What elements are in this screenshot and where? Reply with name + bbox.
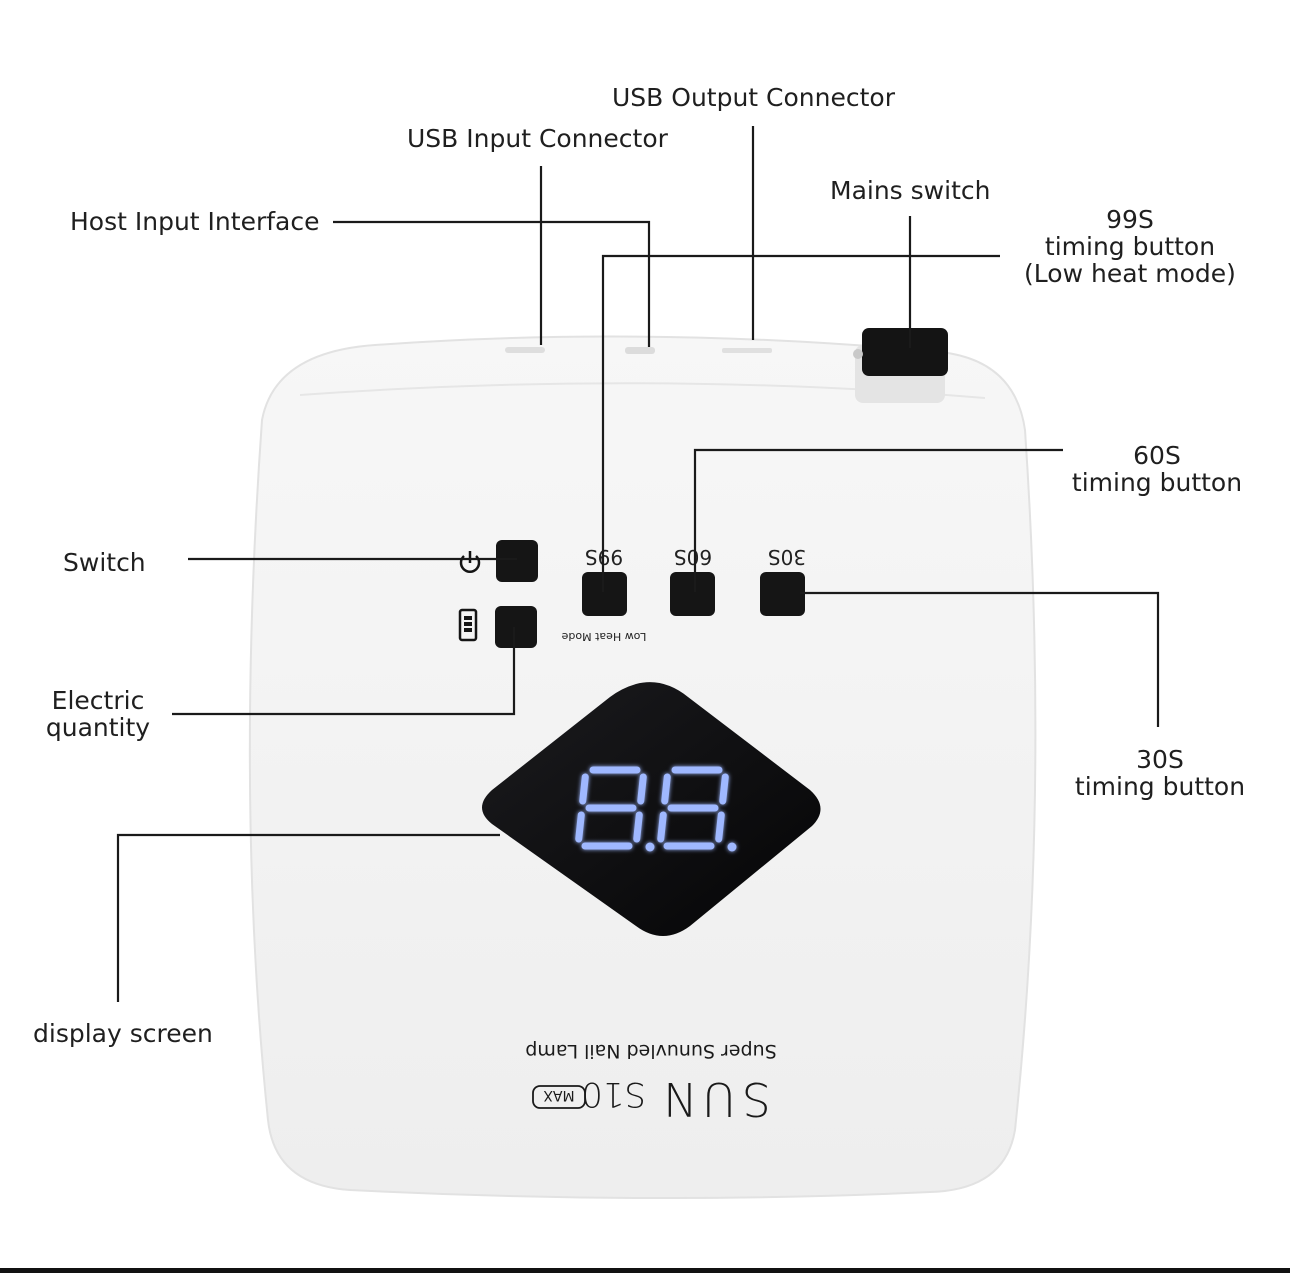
battery-icon [458, 608, 478, 642]
label-30s-timing: 30S timing button [1060, 746, 1260, 800]
display-segment [719, 773, 729, 805]
display-decimal-dot [727, 842, 737, 852]
brand-model-badge: MAX [543, 1087, 575, 1103]
display-segment [579, 773, 589, 805]
label-electric-line1: Electric [51, 686, 145, 715]
timer-99s-button[interactable] [582, 572, 627, 616]
line-60s [693, 448, 1063, 592]
label-host-input: Host Input Interface [70, 207, 320, 236]
display-segment [661, 773, 671, 805]
brand-model: S10 [581, 1074, 646, 1114]
label-99s-line2: timing button [1044, 232, 1216, 261]
branding: Super Sunuvled Nail Lamp SUN S10 MAX [525, 1040, 776, 1126]
label-60s-timing: 60S timing button [1057, 442, 1257, 496]
label-usb-output: USB Output Connector [612, 83, 895, 112]
label-switch: Switch [63, 548, 146, 577]
button-label-30s: 30S [768, 545, 806, 569]
label-display-screen: display screen [33, 1019, 213, 1048]
label-99s-line1: 99S [1106, 205, 1154, 234]
usb-output-port [722, 348, 772, 353]
button-label-60s: 60S [674, 545, 712, 569]
label-mains-switch: Mains switch [830, 176, 991, 205]
label-30s-line1: 30S [1136, 745, 1184, 774]
port-slots [505, 347, 772, 354]
line-host-input [333, 220, 651, 347]
label-electric-quantity: Electric quantity [30, 687, 166, 741]
display-screen: 88 [482, 682, 821, 936]
label-99s-line3: (Low heat mode) [1024, 259, 1236, 288]
label-electric-line2: quantity [45, 713, 151, 742]
electric-quantity-button[interactable] [495, 606, 537, 648]
line-99s [601, 254, 1000, 592]
display-segment [633, 811, 643, 843]
display-segment [637, 773, 647, 805]
bottom-border [0, 1268, 1290, 1273]
display-digits [575, 766, 737, 852]
label-99s-timing: 99S timing button (Low heat mode) [1010, 206, 1250, 287]
brand-name: SUN [656, 1072, 771, 1126]
brand-tagline: Super Sunuvled Nail Lamp [525, 1040, 776, 1062]
display-segment [715, 811, 725, 843]
timer-30s-button[interactable] [760, 572, 805, 616]
power-switch-button[interactable] [496, 540, 538, 582]
label-30s-line2: timing button [1074, 772, 1246, 801]
host-input-port [625, 347, 655, 354]
display-segment [657, 811, 667, 843]
usb-input-port [505, 347, 545, 353]
label-60s-line2: timing button [1071, 468, 1243, 497]
power-icon [459, 551, 481, 573]
label-usb-input: USB Input Connector [407, 124, 668, 153]
line-30s [800, 591, 1160, 727]
timer-60s-button[interactable] [670, 572, 715, 616]
line-display [116, 833, 500, 1002]
line-electric [172, 627, 516, 716]
display-segment [575, 811, 585, 843]
low-heat-mode-text: Low Heat Mode [561, 630, 646, 643]
callout-lines [116, 126, 1160, 1002]
label-60s-line1: 60S [1133, 441, 1181, 470]
mains-switch[interactable] [853, 328, 948, 403]
display-decimal-dot [645, 842, 655, 852]
